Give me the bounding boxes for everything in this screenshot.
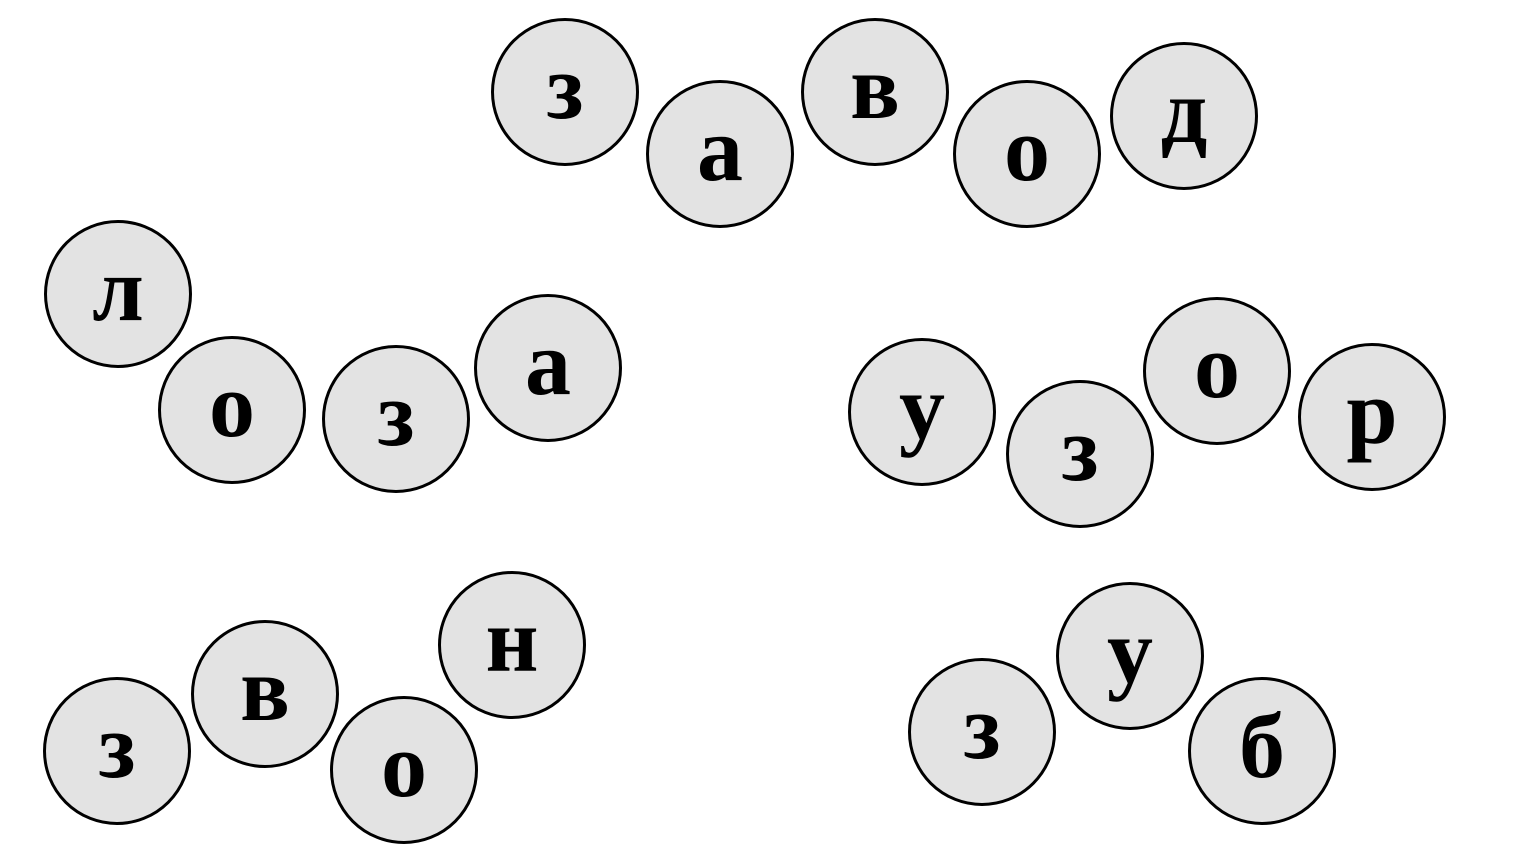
letter-glyph: о xyxy=(381,714,427,816)
letter-tile[interactable]: у xyxy=(848,338,996,486)
letter-glyph: в xyxy=(850,36,900,138)
letter-tile[interactable]: о xyxy=(158,336,306,484)
letter-glyph: о xyxy=(209,354,255,456)
letter-tile[interactable]: р xyxy=(1298,343,1446,491)
letter-glyph: д xyxy=(1160,60,1208,162)
letter-glyph: у xyxy=(1107,600,1153,702)
letter-glyph: з xyxy=(546,36,584,138)
letter-glyph: о xyxy=(1004,98,1050,200)
letter-tile[interactable]: а xyxy=(646,80,794,228)
letter-glyph: н xyxy=(485,589,539,691)
letter-glyph: о xyxy=(1194,315,1240,417)
letter-glyph: б xyxy=(1239,695,1285,797)
letter-tile[interactable]: о xyxy=(1143,297,1291,445)
letter-glyph: з xyxy=(963,676,1001,778)
letter-tile[interactable]: з xyxy=(322,345,470,493)
letter-tile[interactable]: з xyxy=(43,677,191,825)
letter-tile[interactable]: д xyxy=(1110,42,1258,190)
letter-glyph: р xyxy=(1346,361,1398,463)
letter-tile[interactable]: з xyxy=(1006,380,1154,528)
letter-tile[interactable]: в xyxy=(801,18,949,166)
letter-glyph: л xyxy=(92,238,144,340)
letter-tile[interactable]: л xyxy=(44,220,192,368)
letter-tile[interactable]: о xyxy=(330,696,478,844)
letter-tile[interactable]: в xyxy=(191,620,339,768)
letter-tile[interactable]: з xyxy=(491,18,639,166)
letter-glyph: а xyxy=(525,312,571,414)
letter-glyph: з xyxy=(98,695,136,797)
letter-glyph: з xyxy=(1061,398,1099,500)
letter-tile[interactable]: б xyxy=(1188,677,1336,825)
letter-glyph: в xyxy=(240,638,290,740)
letter-tile[interactable]: з xyxy=(908,658,1056,806)
letter-tile[interactable]: а xyxy=(474,294,622,442)
letter-tile[interactable]: о xyxy=(953,80,1101,228)
letter-tile[interactable]: н xyxy=(438,571,586,719)
letter-glyph: з xyxy=(377,363,415,465)
letter-glyph: у xyxy=(899,356,945,458)
letter-tile[interactable]: у xyxy=(1056,582,1204,730)
letter-glyph: а xyxy=(697,98,743,200)
